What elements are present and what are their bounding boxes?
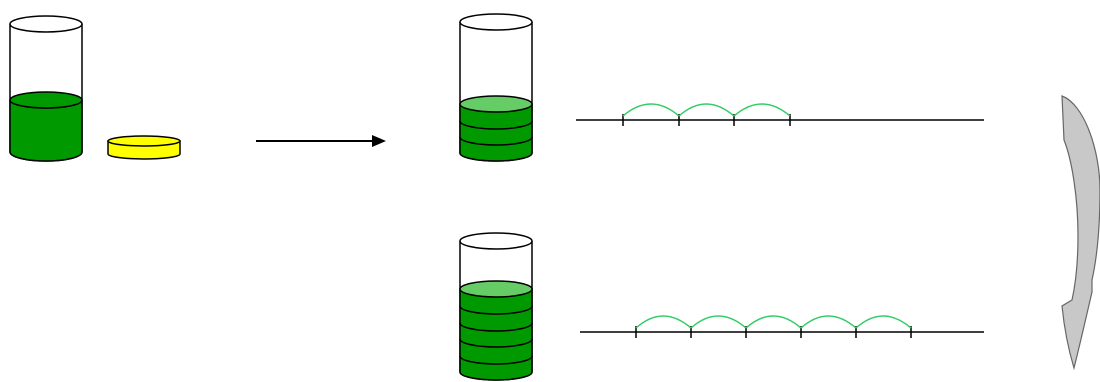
jump-arc xyxy=(690,315,747,329)
yellow-disc-unit-icon xyxy=(107,135,181,160)
beaker-initial xyxy=(9,15,83,162)
jump-arc xyxy=(855,315,912,329)
beaker-initial-liquid xyxy=(9,99,83,162)
beaker-five-layers xyxy=(459,232,533,381)
jump-arc xyxy=(622,103,680,117)
number-line-five xyxy=(580,315,984,338)
jump-arc xyxy=(635,315,692,329)
jump-arc xyxy=(745,315,802,329)
number-line-three xyxy=(576,103,984,126)
jump-arc xyxy=(800,315,857,329)
beaker-three-layers xyxy=(459,13,533,162)
jump-arc xyxy=(678,103,735,117)
curved-down-arrow-icon xyxy=(1061,95,1100,371)
jump-arc xyxy=(733,103,791,117)
right-arrow-icon xyxy=(256,135,386,147)
